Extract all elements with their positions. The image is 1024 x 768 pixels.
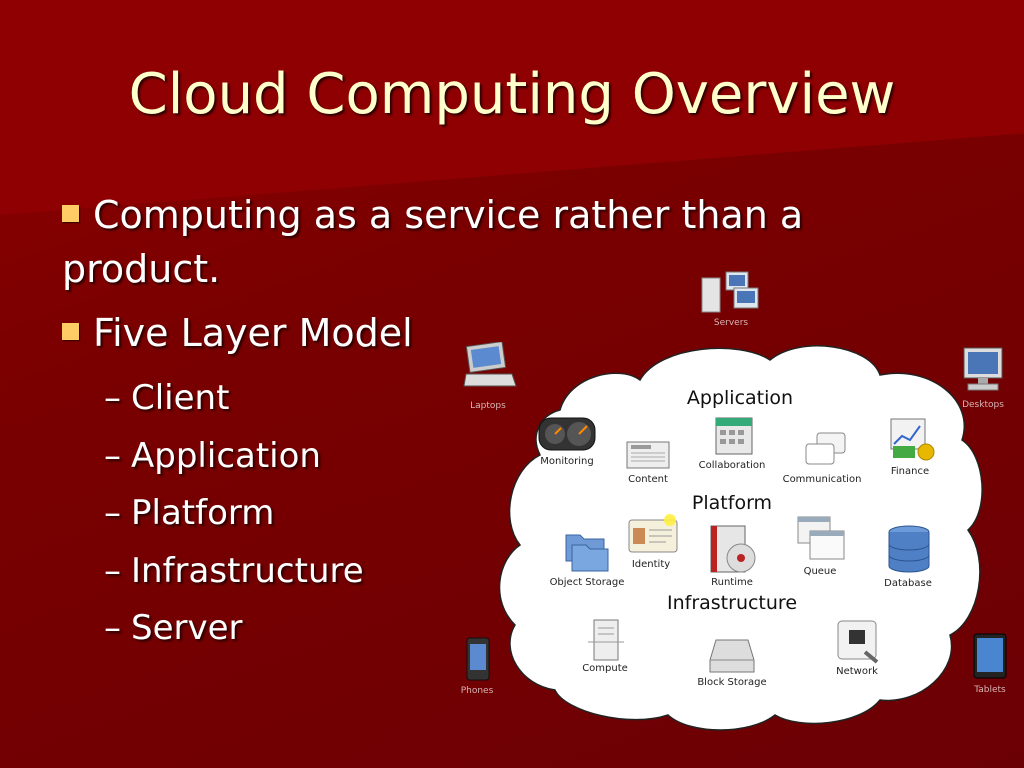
- hard-drive-icon: [708, 636, 756, 676]
- id-card-icon: [626, 512, 680, 556]
- network-label: Network: [836, 666, 878, 677]
- communication-label: Communication: [783, 474, 862, 485]
- servers-label: Servers: [714, 318, 748, 328]
- section-application: Application: [687, 387, 793, 409]
- chat-bubbles-icon: [803, 430, 849, 470]
- desktops-label: Desktops: [962, 400, 1004, 410]
- section-infrastructure: Infrastructure: [667, 592, 797, 614]
- queue-label: Queue: [804, 566, 837, 577]
- tablets-label: Tablets: [974, 685, 1006, 695]
- phone-icon: [465, 636, 491, 684]
- collaboration-label: Collaboration: [699, 460, 766, 471]
- finance-chart-icon: [888, 416, 936, 464]
- compute-label: Compute: [582, 663, 628, 674]
- finance-label: Finance: [891, 466, 929, 477]
- network-jack-icon: [835, 618, 883, 666]
- desktop-monitor-icon: [960, 346, 1006, 394]
- block-storage-label: Block Storage: [697, 677, 766, 688]
- server-tower-icon: [588, 618, 624, 662]
- database-label: Database: [884, 578, 932, 589]
- tablet-icon: [972, 632, 1008, 682]
- phones-label: Phones: [461, 686, 494, 696]
- servers-icon: [700, 270, 762, 316]
- gauge-icon: [537, 414, 597, 454]
- section-platform: Platform: [692, 492, 772, 514]
- folders-icon: [562, 525, 612, 575]
- runtime-label: Runtime: [711, 577, 753, 588]
- identity-label: Identity: [632, 559, 670, 570]
- monitoring-label: Monitoring: [540, 456, 593, 467]
- queue-windows-icon: [796, 515, 848, 563]
- content-label: Content: [628, 474, 668, 485]
- calendar-icon: [712, 414, 756, 458]
- newspaper-icon: [625, 440, 671, 470]
- database-icon: [885, 524, 933, 576]
- laptops-label: Laptops: [470, 401, 506, 411]
- object-storage-label: Object Storage: [550, 577, 625, 588]
- laptop-icon: [460, 342, 518, 396]
- runtime-disc-icon: [707, 524, 759, 576]
